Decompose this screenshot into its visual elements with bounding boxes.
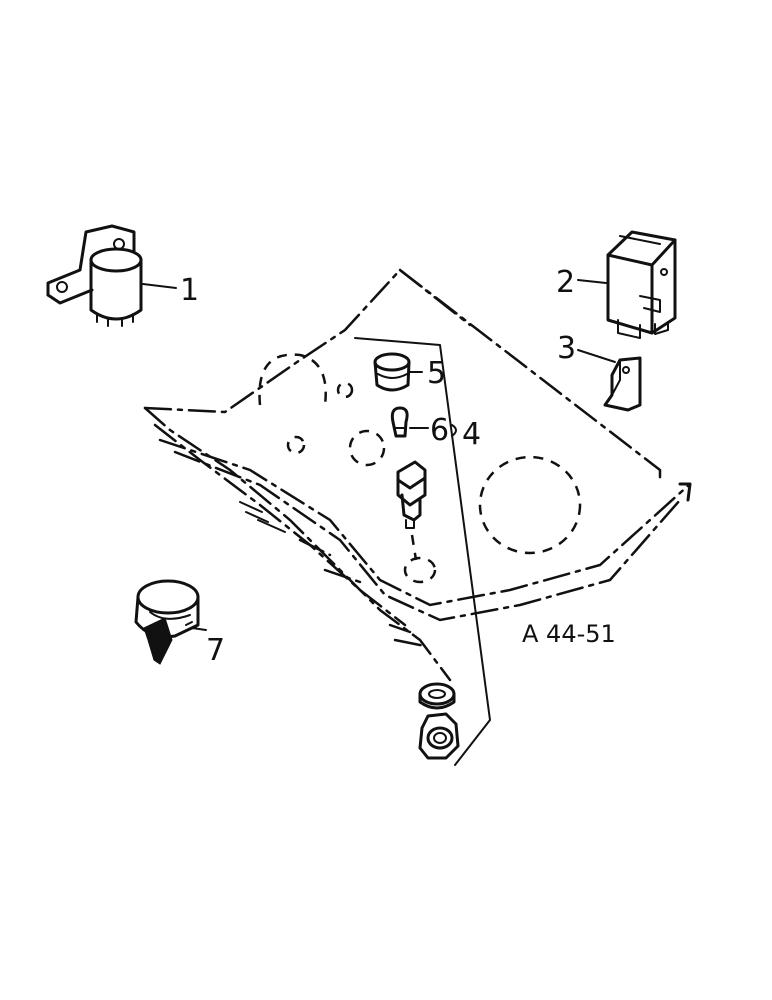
part-4-socket xyxy=(396,460,427,561)
callout-labels: 1 2 3 5 6 4 7 xyxy=(180,265,576,668)
part-1-canister xyxy=(46,224,177,327)
part-7-switch xyxy=(134,579,207,665)
callout-4-brace xyxy=(451,424,457,437)
mounting-panel xyxy=(143,268,692,682)
figure-reference: A 44-51 xyxy=(522,620,616,648)
washer-and-nut xyxy=(418,682,460,760)
callout-6: 6 xyxy=(430,413,449,448)
callout-3: 3 xyxy=(557,331,576,366)
callout-1: 1 xyxy=(180,273,199,308)
assembly-bracket-lines xyxy=(354,337,491,766)
part-3-bracket xyxy=(577,349,642,412)
callout-2: 2 xyxy=(556,265,575,300)
callout-5: 5 xyxy=(427,356,446,391)
callout-4: 4 xyxy=(462,417,481,452)
part-2-relay xyxy=(577,230,677,339)
part-6-bulb xyxy=(390,406,429,438)
callout-7: 7 xyxy=(206,633,225,668)
part-5-grommet xyxy=(373,352,423,392)
